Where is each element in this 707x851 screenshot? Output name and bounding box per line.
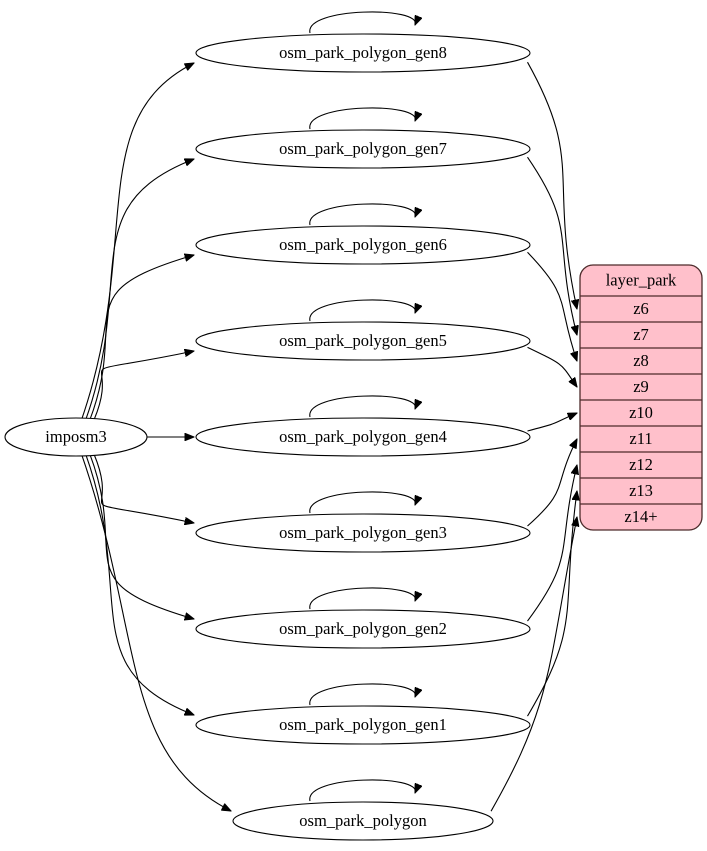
edge-gen7-to-z7 [527, 156, 577, 335]
edge-gen1-to-z13 [527, 491, 577, 717]
self-loop-gen2 [309, 587, 416, 610]
node-label-gen2: osm_park_polygon_gen2 [279, 619, 447, 638]
node-gen3[interactable] [195, 513, 531, 553]
table-row-z9[interactable]: z9 [633, 377, 649, 396]
edge-imposm3-to-gen1 [84, 453, 194, 715]
node-label-gen4: osm_park_polygon_gen4 [279, 427, 447, 446]
edge-imposm3-to-gen8 [80, 63, 194, 422]
table-row-z12[interactable]: z12 [629, 455, 653, 474]
self-loop-gen8 [309, 11, 416, 34]
self-loop-gen7 [309, 107, 416, 130]
layer-park-outline [579, 264, 703, 531]
table-row-z14plus[interactable]: z14+ [624, 507, 657, 526]
edges-imposm3-to-nodes [80, 63, 231, 811]
node-label-gen7: osm_park_polygon_gen7 [279, 139, 447, 158]
node-label-gen5: osm_park_polygon_gen5 [279, 331, 447, 350]
table-row-z8[interactable]: z8 [633, 351, 649, 370]
node-label-gen1: osm_park_polygon_gen1 [279, 715, 447, 734]
table-row-z13[interactable]: z13 [629, 481, 653, 500]
self-loop-gen3 [309, 491, 416, 514]
node-gen2[interactable] [195, 609, 531, 649]
node-base[interactable] [232, 801, 494, 841]
node-gen6[interactable] [195, 225, 531, 265]
node-gen7[interactable] [195, 129, 531, 169]
edge-gen6-to-z8 [527, 251, 577, 361]
edge-imposm3-to-base [80, 452, 231, 811]
node-gen8[interactable] [195, 33, 531, 73]
node-imposm3[interactable] [4, 417, 148, 457]
edge-gen5-to-z9 [527, 346, 577, 387]
self-loop-gen6 [309, 203, 416, 226]
node-gen4[interactable] [195, 417, 531, 457]
edge-imposm3-to-gen6 [89, 255, 194, 421]
self-loop-gen1 [309, 683, 416, 706]
self-loop-gen4 [309, 395, 416, 418]
self-loop-gen5 [309, 299, 416, 322]
edge-gen4-to-z10 [527, 413, 577, 432]
edge-gen2-to-z12 [527, 465, 577, 622]
node-label-imposm3: imposm3 [45, 427, 106, 446]
node-gen1[interactable] [195, 705, 531, 745]
edge-imposm3-to-gen3 [93, 454, 194, 523]
process-nodes: osm_park_polygon_gen8 osm_park_polygon_ge… [4, 33, 531, 841]
edge-gen3-to-z11 [527, 439, 577, 527]
node-label-gen3: osm_park_polygon_gen3 [279, 523, 447, 542]
edge-imposm3-to-gen7 [84, 159, 194, 421]
edge-imposm3-to-gen5 [93, 351, 194, 420]
layer-park-header: layer_park [606, 270, 677, 289]
edges-nodes-to-layer-park [490, 61, 577, 812]
edge-base-to-z14plus [490, 517, 577, 812]
table-row-z11[interactable]: z11 [629, 429, 652, 448]
layer-park-table: layer_park z6 z7 z8 z9 z10 z11 z12 z13 z14+ [579, 264, 703, 531]
table-row-z7[interactable]: z7 [633, 325, 649, 344]
table-row-z6[interactable]: z6 [633, 299, 649, 318]
self-loop-base [309, 779, 416, 802]
self-loop-edges [309, 11, 416, 802]
node-label-gen8: osm_park_polygon_gen8 [279, 43, 447, 62]
edge-gen8-to-z6 [527, 61, 577, 309]
node-label-gen6: osm_park_polygon_gen6 [279, 235, 447, 254]
node-gen5[interactable] [195, 321, 531, 361]
table-row-z10[interactable]: z10 [629, 403, 653, 422]
node-label-base: osm_park_polygon [299, 811, 426, 830]
